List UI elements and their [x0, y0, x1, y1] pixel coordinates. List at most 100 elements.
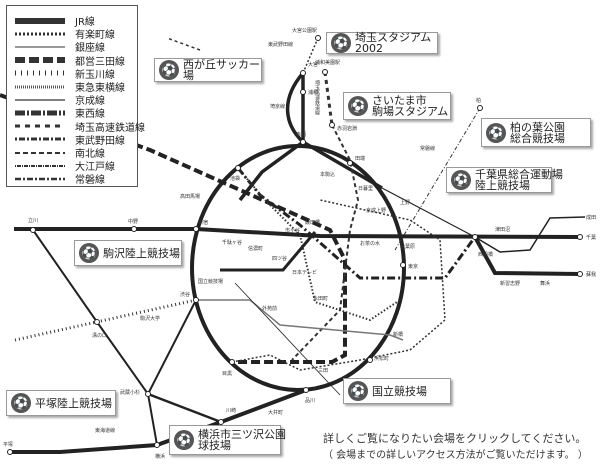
legend-label: 大江戸線 — [75, 162, 115, 174]
station-label: 上野 — [400, 199, 410, 206]
line-swatch-icon — [15, 85, 65, 88]
venue-mitsuzawa[interactable]: ⚽横浜市三ツ沢公園 球技場 — [169, 425, 286, 455]
station-label: 外苑前 — [262, 305, 277, 312]
venue-label: 柏の葉公園 総合競技場 — [510, 120, 565, 145]
line-label: 東海道線 — [95, 427, 115, 434]
line-swatch-icon — [15, 164, 65, 167]
station-label: 大井町 — [268, 409, 283, 416]
line-swatch-icon — [15, 32, 65, 36]
player-icon: ⚽ — [486, 122, 506, 143]
station-label: お茶の水 — [360, 240, 380, 247]
line-label: 埼玉高速鉄道線 — [314, 79, 320, 115]
line-label: 常磐線 — [420, 145, 435, 152]
station-label: 高田馬場 — [180, 193, 200, 200]
station-label: 溝の口 — [92, 332, 107, 339]
station-label: 津田沼 — [495, 226, 510, 233]
line-swatch-icon — [15, 46, 65, 48]
venue-nishigaoka[interactable]: ⚽西が丘サッカー場 — [154, 58, 262, 82]
marunouchi-line — [220, 231, 317, 272]
venue-label: 駒沢陸上競技場 — [103, 246, 180, 260]
legend-label: 都営三田線 — [75, 56, 125, 68]
line-swatch-icon — [15, 57, 65, 64]
saitama-rail-line — [323, 71, 334, 126]
station-label: 京成上野 — [366, 207, 386, 214]
venue-komaba[interactable]: ⚽さいたま市 駒場スタジアム — [343, 92, 451, 120]
legend-label: 東急東横線 — [75, 83, 125, 94]
legend-item: 大江戸線 — [15, 159, 115, 174]
venue-kashiwanoha[interactable]: ⚽柏の葉公園 総合競技場 — [481, 118, 591, 147]
oedo-line — [231, 199, 446, 371]
station-label: 千葉 — [586, 234, 596, 241]
venue-saitama-stadium-2002[interactable]: ⚽埼玉スタジアム2002 — [326, 32, 438, 54]
legend-label: 京成線 — [75, 96, 105, 108]
station-label: 日本テレビ — [292, 269, 317, 276]
line-label: 埼京線 — [270, 103, 285, 110]
legend-item: 銀座線 — [15, 40, 105, 54]
venue-komazawa[interactable]: ⚽ 駒沢陸上競技場 — [74, 240, 182, 266]
shintamagawa-line — [14, 298, 197, 342]
venue-chiba-sports[interactable]: ⚽千葉県総合運動場 陸上競技場 — [446, 167, 563, 193]
legend-label: 東西線 — [75, 109, 105, 121]
station-label: 大宮 — [308, 61, 318, 68]
station-label: 柏 — [476, 97, 481, 104]
station-label: 千駄ヶ谷 — [222, 239, 242, 246]
legend-label: 南北線 — [75, 149, 105, 160]
station-label: 池袋 — [230, 175, 240, 182]
toyoko-line — [147, 299, 197, 395]
legend-item: 東西線 — [15, 106, 105, 121]
station-label: 四ツ谷 — [272, 255, 287, 262]
legend-label: JR線 — [75, 17, 95, 28]
station-label: 川崎 — [226, 407, 236, 414]
venue-label: 横浜市三ツ沢公園 球技場 — [198, 428, 286, 452]
station-label: 市ヶ谷 — [285, 227, 300, 234]
venue-kokuritsu[interactable]: ⚽国立競技場 — [343, 378, 451, 404]
narita-line — [474, 216, 586, 253]
legend-label: 埼玉高速鉄道線 — [75, 122, 145, 134]
station-label: 日暮里 — [358, 185, 373, 192]
legend-label: 常磐線 — [75, 175, 105, 187]
tobu-noda-line — [166, 37, 201, 51]
station-label: 飯田橋 — [305, 219, 320, 226]
venue-label: 平塚陸上競技場 — [35, 396, 112, 410]
station-label: 浜松町 — [374, 355, 389, 362]
venue-hiratsuka[interactable]: ⚽平塚陸上競技場 — [6, 390, 116, 416]
legend-label: 東武野田線 — [75, 135, 125, 147]
station-label: 永田町 — [313, 295, 328, 302]
instruction-subtext: （ 会場までの詳しいアクセス方法がご覧いただけます。 ） — [323, 450, 588, 461]
station-label: 新習志野 — [500, 280, 520, 287]
station-label: 本駒込 — [320, 171, 335, 178]
venue-label: さいたま市 駒場スタジアム — [372, 94, 449, 118]
station-label: 赤羽 — [296, 132, 306, 138]
station-label: 中野 — [128, 218, 138, 225]
kokuritsu-pointer — [234, 282, 341, 396]
line-swatch-icon — [15, 17, 65, 24]
station-label: 西船橋 — [478, 251, 493, 258]
venue-label: 西が丘サッカー場 — [183, 58, 260, 82]
player-icon: ⚽ — [79, 243, 99, 263]
station-label: 駒沢大学 — [140, 315, 160, 322]
chuo-line — [14, 227, 581, 239]
line-swatch-icon — [15, 151, 65, 154]
instruction-text: 詳しくご覧になりたい会場をクリックしてください。 — [323, 432, 587, 445]
station-label: 平塚 — [3, 441, 13, 448]
venue-label: 国立競技場 — [372, 384, 427, 398]
legend-item: 常磐線 — [15, 172, 105, 187]
legend-label: 有楽町線 — [75, 30, 115, 42]
line-swatch-icon — [15, 177, 65, 181]
station-label: 舞浜 — [540, 280, 550, 287]
legend-label: 新玉川線 — [75, 69, 115, 81]
legend-item: 新玉川線 — [15, 67, 115, 81]
ginza-line — [196, 299, 404, 341]
legend-item: 東武野田線 — [15, 133, 125, 147]
player-icon: ⚽ — [348, 96, 368, 116]
legend-item: 京成線 — [15, 93, 105, 108]
line-swatch-icon — [15, 110, 65, 116]
station-label: 蘇我 — [586, 271, 596, 278]
station-label: 目黒 — [222, 371, 232, 377]
nambu-line — [32, 229, 158, 446]
station-label: 三田 — [318, 368, 328, 374]
station-label: 浦和 — [308, 89, 318, 96]
legend-item: 南北線 — [15, 146, 105, 160]
player-icon: ⚽ — [331, 33, 351, 53]
